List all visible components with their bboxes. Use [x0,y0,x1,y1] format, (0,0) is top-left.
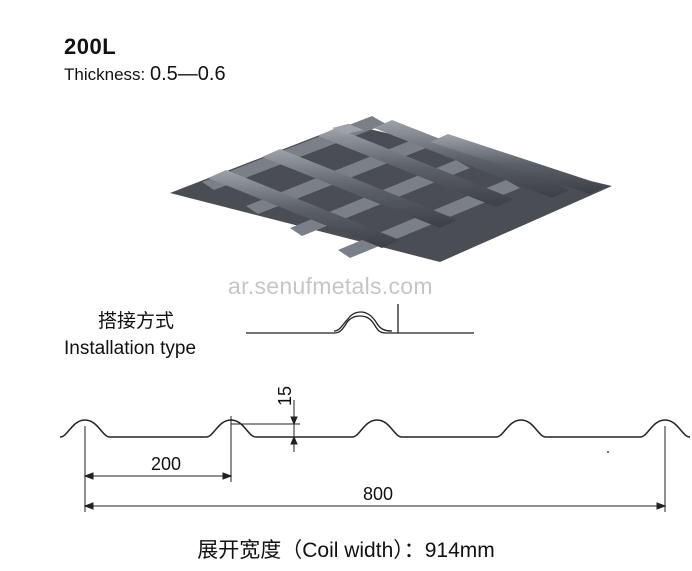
cover-width-dimension [83,426,667,512]
thickness-label: Thickness: [64,65,150,84]
installation-title-cn: 搭接方式 [98,311,175,332]
pitch-dimension [83,416,233,512]
coil-width-caption: 展开宽度（Coil width）：914mm [197,539,495,562]
watermark-text: ar.senufmetals.com [228,273,433,299]
thickness-spec: Thickness: 0.5—0.6 [64,63,226,86]
thickness-value: 0.5—0.6 [149,63,226,85]
installation-type-caption: 搭接方式 Installation type [64,308,196,362]
cross-section-profile [59,419,691,438]
product-model: 200L [64,34,117,59]
height-dimension-label: 15 [275,386,295,406]
installation-title-en: Installation type [64,338,197,359]
cover-width-dimension-label: 800 [363,484,393,504]
pitch-dimension-label: 200 [151,454,181,474]
installation-overlap-profile [246,304,474,334]
height-dimension [231,400,300,452]
roof-sheet-3d-illustration [170,116,612,262]
